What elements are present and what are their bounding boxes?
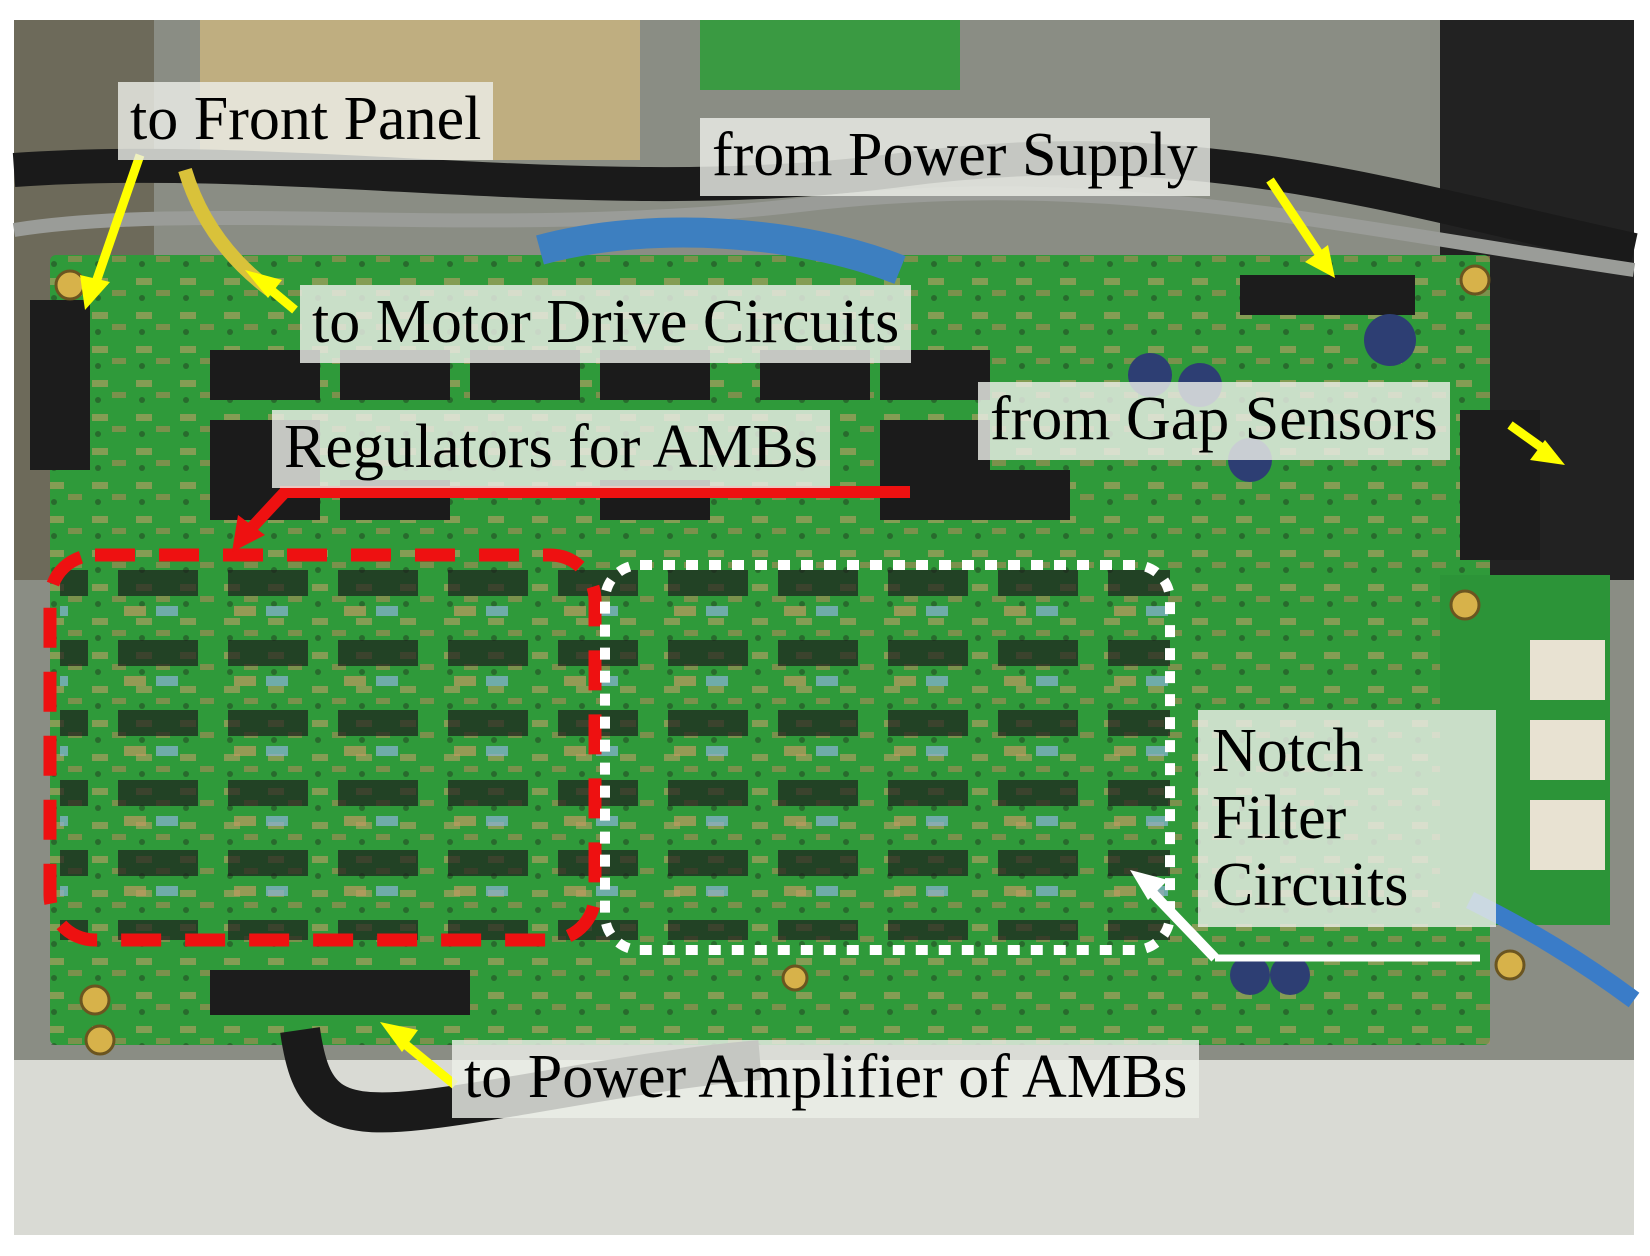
label-from-gap-sensors: from Gap Sensors [978, 382, 1450, 460]
amp-connector [210, 970, 470, 1015]
regulator-region-box [43, 548, 602, 947]
notch-label-line-2: Filter [1212, 783, 1347, 852]
label-to-power-amplifier: to Power Amplifier of AMBs [452, 1040, 1200, 1118]
label-from-power-supply: from Power Supply [700, 118, 1210, 196]
notch-label-line-3: Circuits [1212, 850, 1409, 919]
label-to-motor-drive-circuits: to Motor Drive Circuits [300, 285, 912, 363]
notch-label-line-1: Notch [1212, 717, 1364, 785]
label-notch-filter-circuits: Notch Filter Circuits [1198, 710, 1496, 927]
top-led-board [700, 20, 960, 90]
notch-arrow-head [1130, 870, 1168, 900]
regulator-arrow-head [232, 515, 265, 552]
blue-ribbon-cable [536, 217, 906, 284]
power-supply-arrow [1266, 177, 1324, 258]
front-panel-arrow [90, 153, 145, 287]
power-connector [1240, 275, 1415, 315]
front-panel-connector [30, 300, 90, 470]
gap-sensors-arrow [1507, 421, 1548, 454]
power-amp-arrow [397, 1036, 458, 1089]
label-regulators-for-ambs: Regulators for AMBs [272, 410, 830, 488]
label-to-front-panel: to Front Panel [118, 82, 494, 160]
